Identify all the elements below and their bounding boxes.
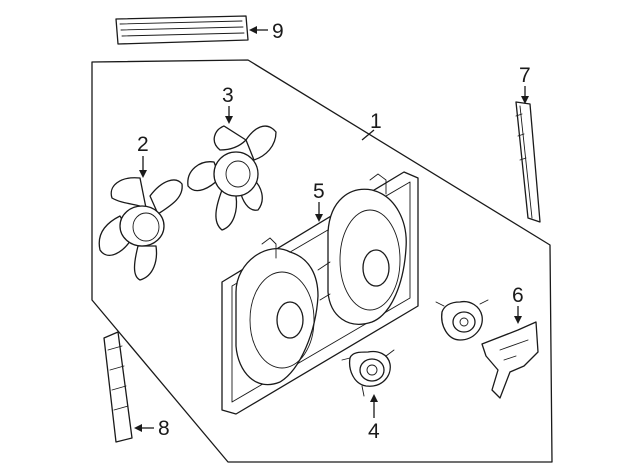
callout-6: 6 <box>512 284 524 307</box>
leader-3-arrowhead <box>225 116 233 124</box>
callout-1: 1 <box>370 110 382 133</box>
assembly-outline <box>91 59 553 463</box>
fan-shroud-part-5 <box>221 171 419 415</box>
fan-blade-part-3 <box>187 125 277 231</box>
fan-motor-secondary <box>435 299 489 341</box>
side-bracket-part-7 <box>515 101 541 223</box>
leader-5-arrowhead <box>315 214 323 222</box>
seal-strip-part-9 <box>115 15 249 45</box>
callout-leaders <box>134 26 529 432</box>
motor-bracket-part-6 <box>481 321 539 399</box>
leader-4-arrowhead <box>370 394 378 402</box>
callout-7: 7 <box>519 64 531 87</box>
callout-3: 3 <box>222 84 234 107</box>
leader-1 <box>361 129 375 141</box>
fan-motor-part-4 <box>341 349 395 397</box>
leader-9-arrowhead <box>249 26 257 34</box>
leader-6-arrowhead <box>514 316 522 324</box>
callout-4: 4 <box>368 420 380 443</box>
callout-5: 5 <box>313 180 325 203</box>
fan-blade-part-2 <box>98 177 183 281</box>
leader-8-arrowhead <box>134 424 142 432</box>
leader-7-arrowhead <box>521 96 529 104</box>
side-panel-part-8 <box>103 331 133 443</box>
callout-2: 2 <box>137 133 149 156</box>
callout-9: 9 <box>272 20 284 43</box>
callout-8: 8 <box>158 417 170 440</box>
leader-2-arrowhead <box>139 170 147 178</box>
